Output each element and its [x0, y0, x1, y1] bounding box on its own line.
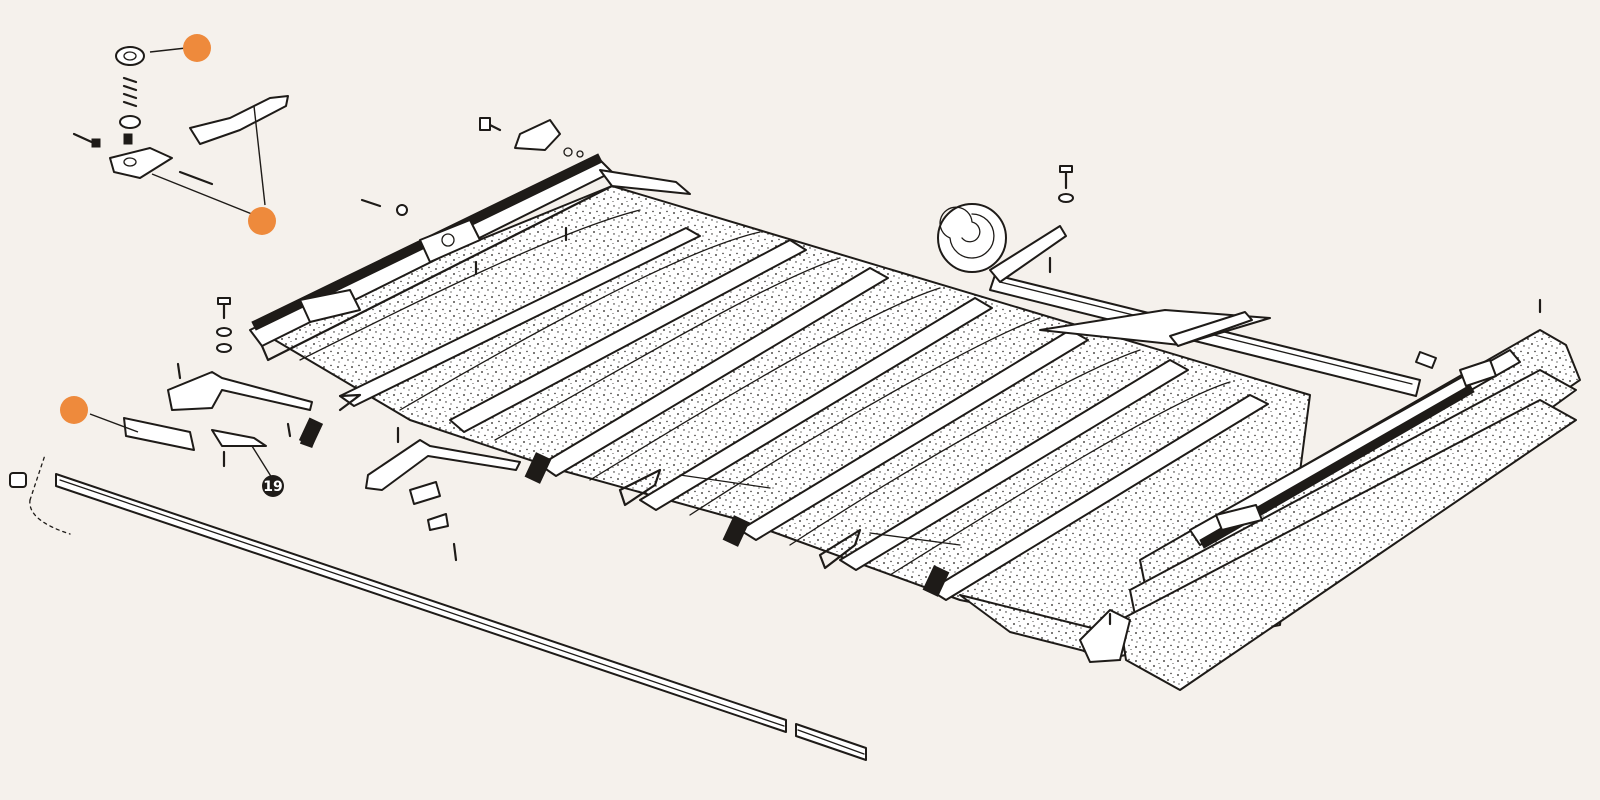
lower-arm-bracket — [365, 439, 521, 491]
folded-rear-panel — [1079, 329, 1581, 691]
hood-bow-6 — [839, 359, 1189, 571]
front-header-rail — [249, 153, 691, 362]
callout-lines — [89, 46, 273, 479]
rail-clip — [9, 472, 27, 488]
part-19-block — [211, 429, 267, 447]
hood-bow-7 — [929, 394, 1269, 601]
header-latch — [419, 219, 481, 263]
rear-bracket — [1079, 609, 1131, 663]
bracket-strap — [123, 417, 195, 451]
fabric-roll — [937, 203, 1067, 283]
mounting-plate — [167, 371, 313, 411]
latch-base-plate — [109, 147, 173, 179]
hotspots — [60, 34, 276, 424]
hotspot-side-bracket[interactable] — [60, 396, 88, 424]
latch-handle — [189, 95, 289, 145]
hood-bow-2 — [449, 239, 807, 433]
side-rail — [9, 454, 867, 761]
hood-bow-4 — [639, 297, 993, 511]
hotspot-top-fastener[interactable] — [183, 34, 211, 62]
hood-bow-3 — [539, 267, 889, 477]
knob-cap — [115, 46, 145, 66]
loose-hardware — [72, 46, 1542, 626]
hotspot-latch-handle[interactable] — [248, 207, 276, 235]
hood-bow-5 — [739, 329, 1089, 541]
part-number-19-label: 19 — [262, 475, 284, 497]
hinge-bracket — [514, 119, 561, 151]
part-number-text: 19 — [263, 479, 282, 495]
rear-rail — [989, 274, 1421, 397]
hood-canopy — [257, 185, 1311, 661]
